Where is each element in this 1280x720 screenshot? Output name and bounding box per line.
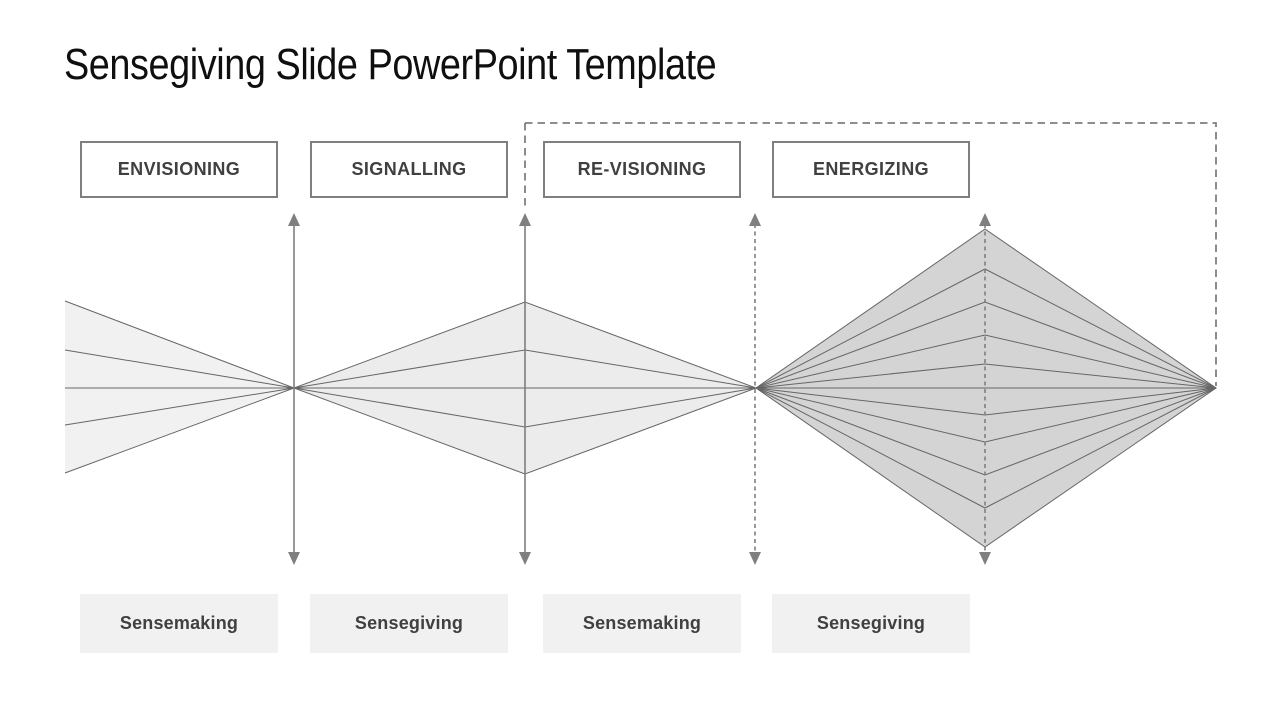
stage-box-energizing: ENERGIZING: [772, 141, 970, 198]
stage-label: SIGNALLING: [351, 159, 467, 179]
mode-box-sensegiving-2: Sensegiving: [772, 594, 970, 653]
envisioning-fan-shape: [64, 300, 295, 474]
stage-label: ENVISIONING: [117, 159, 241, 179]
slide-title: Sensegiving Slide PowerPoint Template: [64, 40, 717, 89]
divider-arrow-2: [519, 213, 531, 565]
mode-box-sensegiving-1: Sensegiving: [310, 594, 508, 653]
mode-label: Sensemaking: [582, 613, 702, 633]
mode-label: Sensegiving: [816, 613, 926, 633]
divider-arrow-3-dashed: [749, 213, 761, 565]
feedback-dashed-path: [524, 122, 1217, 386]
mode-label: Sensemaking: [119, 613, 239, 633]
mode-box-sensemaking-1: Sensemaking: [80, 594, 278, 653]
stage-label: RE-VISIONING: [577, 159, 707, 179]
stage-box-signalling: SIGNALLING: [310, 141, 508, 198]
stage-box-envisioning: ENVISIONING: [80, 141, 278, 198]
mode-label: Sensegiving: [354, 613, 464, 633]
divider-arrow-4-dashed: [979, 213, 991, 565]
stage-label: ENERGIZING: [812, 159, 929, 179]
mode-box-sensemaking-2: Sensemaking: [543, 594, 741, 653]
stage-box-re-visioning: RE-VISIONING: [543, 141, 741, 198]
divider-arrow-1: [288, 213, 300, 565]
